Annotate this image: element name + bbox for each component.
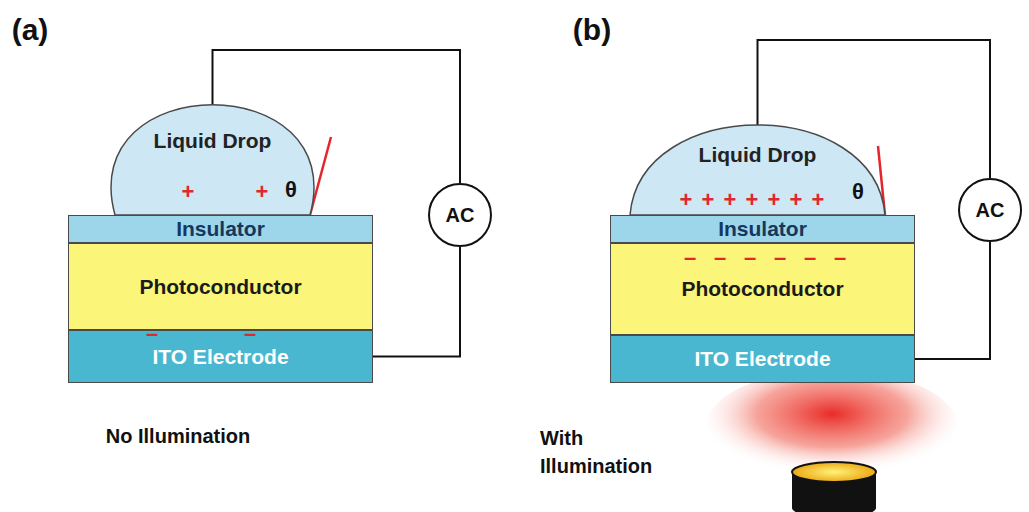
charge-sign: – <box>714 245 726 271</box>
charge-sign: – <box>146 321 158 347</box>
panel-letter: (b) <box>573 13 611 47</box>
layer-band: Insulator <box>610 215 915 243</box>
charge-sign: + <box>746 187 759 213</box>
ac-source: AC <box>428 183 492 247</box>
charge-sign: – <box>244 321 256 347</box>
ac-source: AC <box>958 178 1022 242</box>
node-label: ITO Electrode <box>694 347 830 371</box>
layer-band: Photoconductor <box>68 243 373 330</box>
charge-sign: + <box>812 187 825 213</box>
charge-sign: + <box>790 187 803 213</box>
node-label: Photoconductor <box>139 275 301 299</box>
charge-sign: – <box>774 245 786 271</box>
charge-sign: – <box>804 245 816 271</box>
node-label: Liquid Drop <box>154 129 272 153</box>
charge-sign: – <box>834 245 846 271</box>
angle-symbol: θ <box>852 179 864 205</box>
charge-sign: – <box>744 245 756 271</box>
layer-band: Insulator <box>68 215 373 243</box>
angle-symbol: θ <box>285 177 297 203</box>
node-label: ITO Electrode <box>152 345 288 369</box>
charge-sign: – <box>684 245 696 271</box>
charge-sign: + <box>256 179 269 205</box>
node-label: AC <box>446 204 475 227</box>
circuit-wire <box>373 247 460 357</box>
node-label: Photoconductor <box>681 277 843 301</box>
lamp-top <box>792 462 876 482</box>
node-label: Insulator <box>176 217 265 241</box>
node-label: AC <box>976 199 1005 222</box>
node-label: Liquid Drop <box>699 143 817 167</box>
charge-sign: + <box>768 187 781 213</box>
charge-sign: + <box>724 187 737 213</box>
panel-letter: (a) <box>12 13 49 47</box>
circuit-wire <box>915 242 990 359</box>
layer-band: ITO Electrode <box>610 335 915 383</box>
layer-band: Photoconductor <box>610 243 915 335</box>
node-label: Insulator <box>718 217 807 241</box>
layer-band: ITO Electrode <box>68 330 373 383</box>
charge-sign: + <box>702 187 715 213</box>
charge-sign: + <box>680 187 693 213</box>
caption-note: With Illumination <box>540 424 668 480</box>
caption-note: No Illumination <box>106 425 250 448</box>
charge-sign: + <box>182 179 195 205</box>
